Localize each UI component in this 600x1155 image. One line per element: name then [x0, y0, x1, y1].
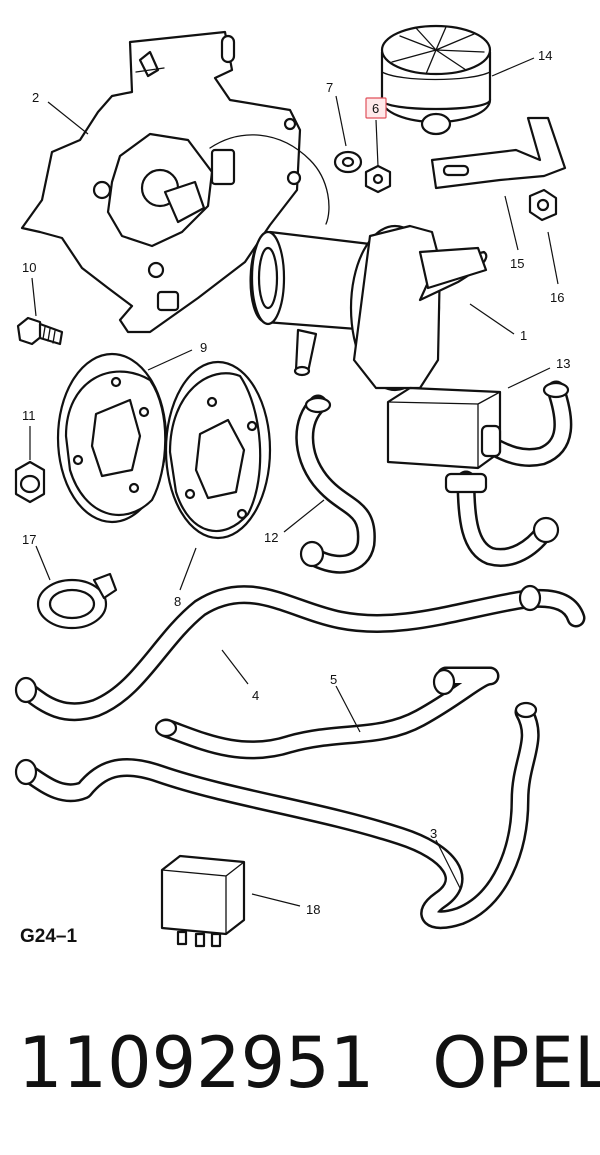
- callout-2: 2: [32, 90, 39, 105]
- callout-11: 11: [22, 408, 36, 423]
- part-10-bolt: [16, 316, 64, 346]
- leader-lines: [29, 57, 559, 907]
- part-number: 11092951: [18, 1022, 375, 1104]
- callout-17: 17: [22, 532, 36, 547]
- callout-9: 9: [200, 340, 207, 355]
- part-17-clamp: [36, 572, 118, 630]
- callout-5: 5: [330, 672, 337, 687]
- part-11-nut: [14, 460, 46, 504]
- callout-10: 10: [22, 260, 36, 275]
- callout-7: 7: [326, 80, 333, 95]
- callout-15: 15: [510, 256, 524, 271]
- exploded-parts-diagram: 1 2 3 4 5 6 7 8 9 10 11 12 13 14 15 16 1…: [14, 24, 586, 948]
- callout-18: 18: [306, 902, 320, 917]
- part-8-plate: [164, 360, 272, 540]
- part-1-air-pump: [249, 224, 488, 392]
- part-13-valve: [386, 380, 573, 567]
- footer: 11092951 OPEL: [18, 1018, 600, 1108]
- reference-code: G24–1: [20, 926, 78, 947]
- part-2-bracket: [20, 30, 330, 334]
- part-9-gasket: [56, 352, 168, 524]
- brand-name: OPEL: [432, 1022, 600, 1104]
- highlight-box: [365, 97, 387, 119]
- part-15-strap: [430, 116, 567, 190]
- part-16-nut: [528, 188, 558, 222]
- callout-1: 1: [520, 328, 527, 343]
- part-3-hose: [14, 701, 540, 930]
- callout-16: 16: [550, 290, 564, 305]
- callout-4: 4: [252, 688, 259, 703]
- part-12-hose: [295, 394, 376, 574]
- part-14-filter-housing: [380, 24, 492, 136]
- callout-12: 12: [264, 530, 278, 545]
- callout-13: 13: [556, 356, 570, 371]
- callout-labels: 1 2 3 4 5 6 7 8 9 10 11 12 13 14 15 16 1…: [22, 48, 570, 917]
- part-5-hose: [154, 666, 500, 760]
- callout-6: 6: [372, 101, 379, 116]
- part-6-nut: [364, 164, 392, 194]
- callout-3: 3: [430, 826, 437, 841]
- part-7-washer: [333, 150, 363, 174]
- callout-14: 14: [538, 48, 552, 63]
- part-18-relay: [160, 854, 246, 948]
- part-4-hose: [14, 584, 586, 722]
- callout-8: 8: [174, 594, 181, 609]
